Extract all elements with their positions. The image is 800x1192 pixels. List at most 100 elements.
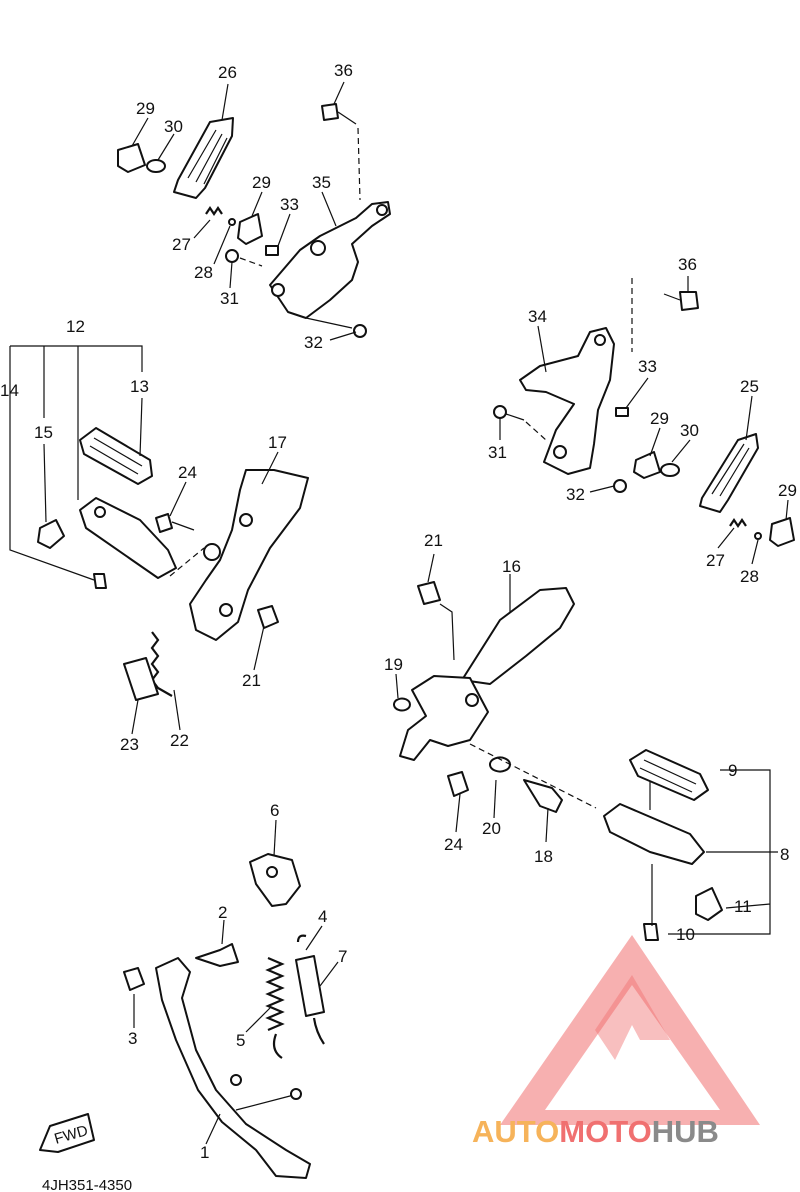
callout-14: 14 [0,381,19,400]
callout-19: 19 [384,655,403,674]
watermark-triangle [500,935,760,1125]
svg-text:AUTOMOTOHUB: AUTOMOTOHUB [472,1114,719,1149]
callout-31: 31 [488,443,507,462]
part-10-bolt [643,923,659,941]
callout-11: 11 [734,897,752,916]
callout-28: 28 [740,567,759,586]
part-34-bracket [519,327,615,475]
callout-30: 30 [680,421,699,440]
callout-29: 29 [650,409,669,428]
sidestand-assembly: FWD [39,853,325,1179]
part-2-bolt [195,943,239,967]
callout-16: 16 [502,557,521,576]
part-28-ball [228,218,236,226]
part-30-cap-right [660,463,680,477]
callout-5: 5 [236,1031,245,1050]
watermark-inner-mark [595,975,670,1060]
callout-31: 31 [220,289,239,308]
callout-18: 18 [534,847,553,866]
part-32-nut-right [613,479,627,493]
part-23-collar [123,657,159,701]
callout-29: 29 [136,99,155,118]
callout-27: 27 [706,551,725,570]
callout-20: 20 [482,819,501,838]
part-7-collar [295,955,325,1017]
part-33-bushing [265,245,279,256]
callout-3: 3 [128,1029,137,1048]
part-28-ball-right [754,532,762,540]
callout-29: 29 [778,481,797,500]
callout-24: 24 [178,463,197,482]
part-13-rubber [79,427,153,485]
part-21-nut [257,605,279,629]
watermark-text-auto: AUTO [472,1114,559,1149]
watermark-logo: AUTOMOTOHUB [472,935,760,1149]
callout-32: 32 [304,333,323,352]
callout-7: 7 [338,947,347,966]
part-35-bracket [269,201,391,319]
part-14-bolt [93,573,107,589]
callout-21: 21 [424,531,443,550]
callout-23: 23 [120,735,139,754]
part-9-rubber [629,749,709,801]
part-17-bracket [189,469,309,641]
callout-6: 6 [270,801,279,820]
part-29-holder-right [633,451,661,479]
part-1-sidestand [155,957,311,1179]
callout-22: 22 [170,731,189,750]
callout-36: 36 [334,61,353,80]
part-6-bracket [249,853,301,907]
part-30-cap [146,159,166,173]
callout-28: 28 [194,263,213,282]
rear-footrest-assembly-left [117,103,391,338]
leader-lines [9,81,789,1145]
part-33-bushing-right [615,407,629,417]
front-footrest-assembly-left [37,427,309,701]
part-5-spring [265,956,285,1059]
callout-2: 2 [218,903,227,922]
callout-10: 10 [676,925,695,944]
callout-33: 33 [638,357,657,376]
rear-footrest-assembly-right [493,278,795,547]
fwd-arrow-icon: FWD [39,1113,95,1153]
callout-26: 26 [218,63,237,82]
front-footrest-assembly-right [393,581,723,941]
part-29-holder [117,143,146,173]
part-36-bolt-top [321,103,339,121]
part-29-holder-b [237,213,263,245]
callout-29: 29 [252,173,271,192]
part-12-footrest [79,497,177,579]
part-18-bolt [523,779,563,813]
part-3-nut [123,967,145,991]
main-bracket-right [399,675,489,761]
part-31-bolt [225,249,239,263]
part-21-nut-right [417,581,441,605]
part-11-damper [695,887,723,921]
part-26-footrest [173,117,234,199]
part-19-washer [393,697,411,712]
part-32-nut [353,324,367,338]
diagram-code: 4JH351-4350 [42,1177,132,1192]
callout-32: 32 [566,485,585,504]
part-15-damper [37,519,65,549]
callout-24: 24 [444,835,463,854]
callout-34: 34 [528,307,547,326]
part-8-footrest [603,803,705,865]
callout-12: 12 [66,317,85,336]
callout-17: 17 [268,433,287,452]
callout-21: 21 [242,671,261,690]
callout-27: 27 [172,235,191,254]
part-31-bolt-right [493,405,507,419]
part-20-washer [489,756,511,773]
callout-1: 1 [200,1143,209,1162]
callout-8: 8 [780,845,789,864]
part-24-bolt-right [447,771,469,797]
part-4-spring [296,934,325,1045]
callout-4: 4 [318,907,327,926]
callout-36: 36 [678,255,697,274]
part-24-bolt [155,513,173,533]
part-27-spring-right [729,518,747,528]
part-25-footrest [699,433,759,513]
part-36-bolt-right [679,291,699,311]
callout-25: 25 [740,377,759,396]
